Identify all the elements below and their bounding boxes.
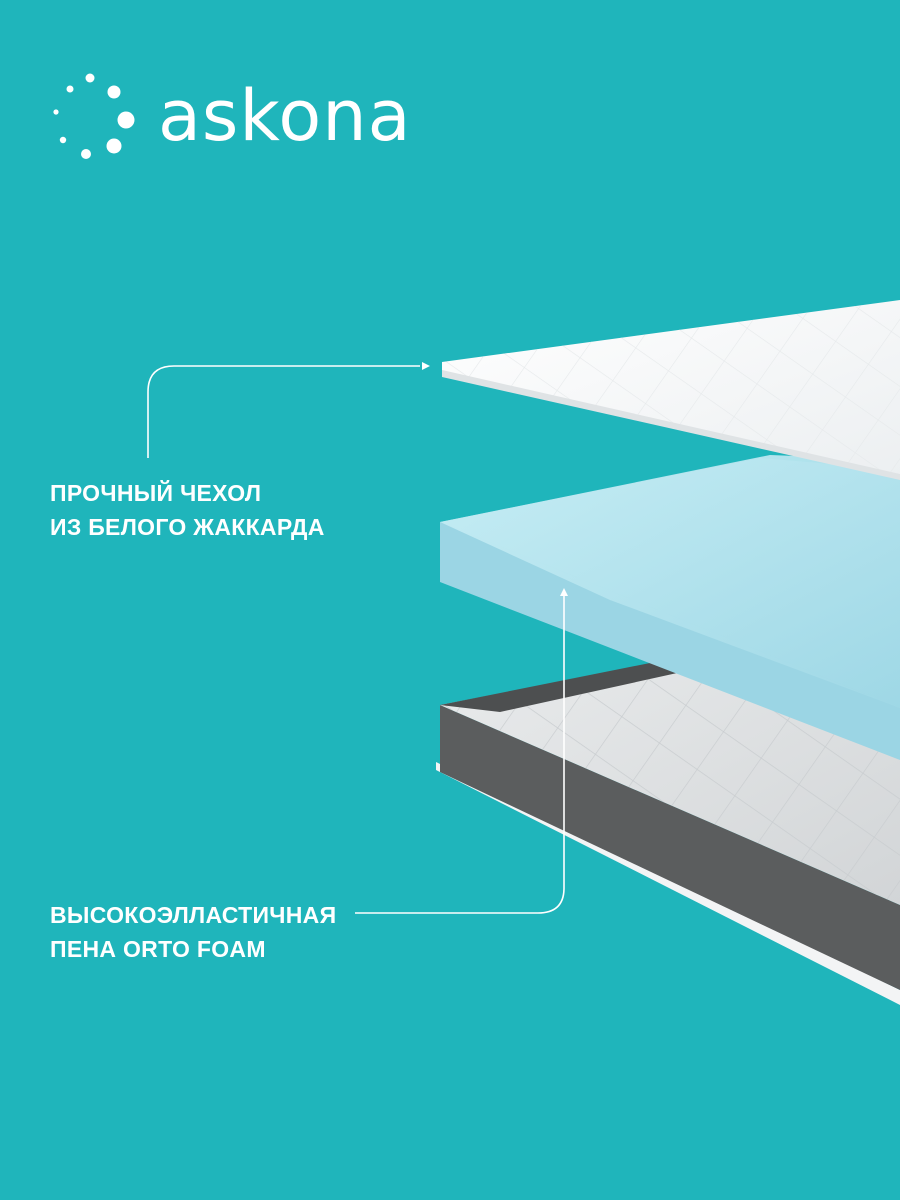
callout-line-cover [147, 362, 430, 458]
cover-callout-line-2: ИЗ БЕЛОГО ЖАККАРДА [50, 514, 325, 540]
brand-name: askona [158, 75, 412, 157]
cover-callout-label: ПРОЧНЫЙ ЧЕХОЛ ИЗ БЕЛОГО ЖАККАРДА [50, 476, 325, 544]
cover-layer [442, 300, 900, 480]
foam-layer [440, 455, 900, 760]
cover-callout-line-1: ПРОЧНЫЙ ЧЕХОЛ [50, 480, 262, 506]
callout-line-foam [355, 588, 568, 914]
foam-callout-label: ВЫСОКОЭЛЛАСТИЧНАЯ ПЕНА ORTO FOAM [50, 898, 336, 966]
foam-callout-line-1: ВЫСОКОЭЛЛАСТИЧНАЯ [50, 902, 337, 928]
foam-callout-line-2: ПЕНА ORTO FOAM [50, 936, 266, 962]
base-layer [436, 655, 900, 1005]
dotted-circle-icon [53, 73, 135, 159]
